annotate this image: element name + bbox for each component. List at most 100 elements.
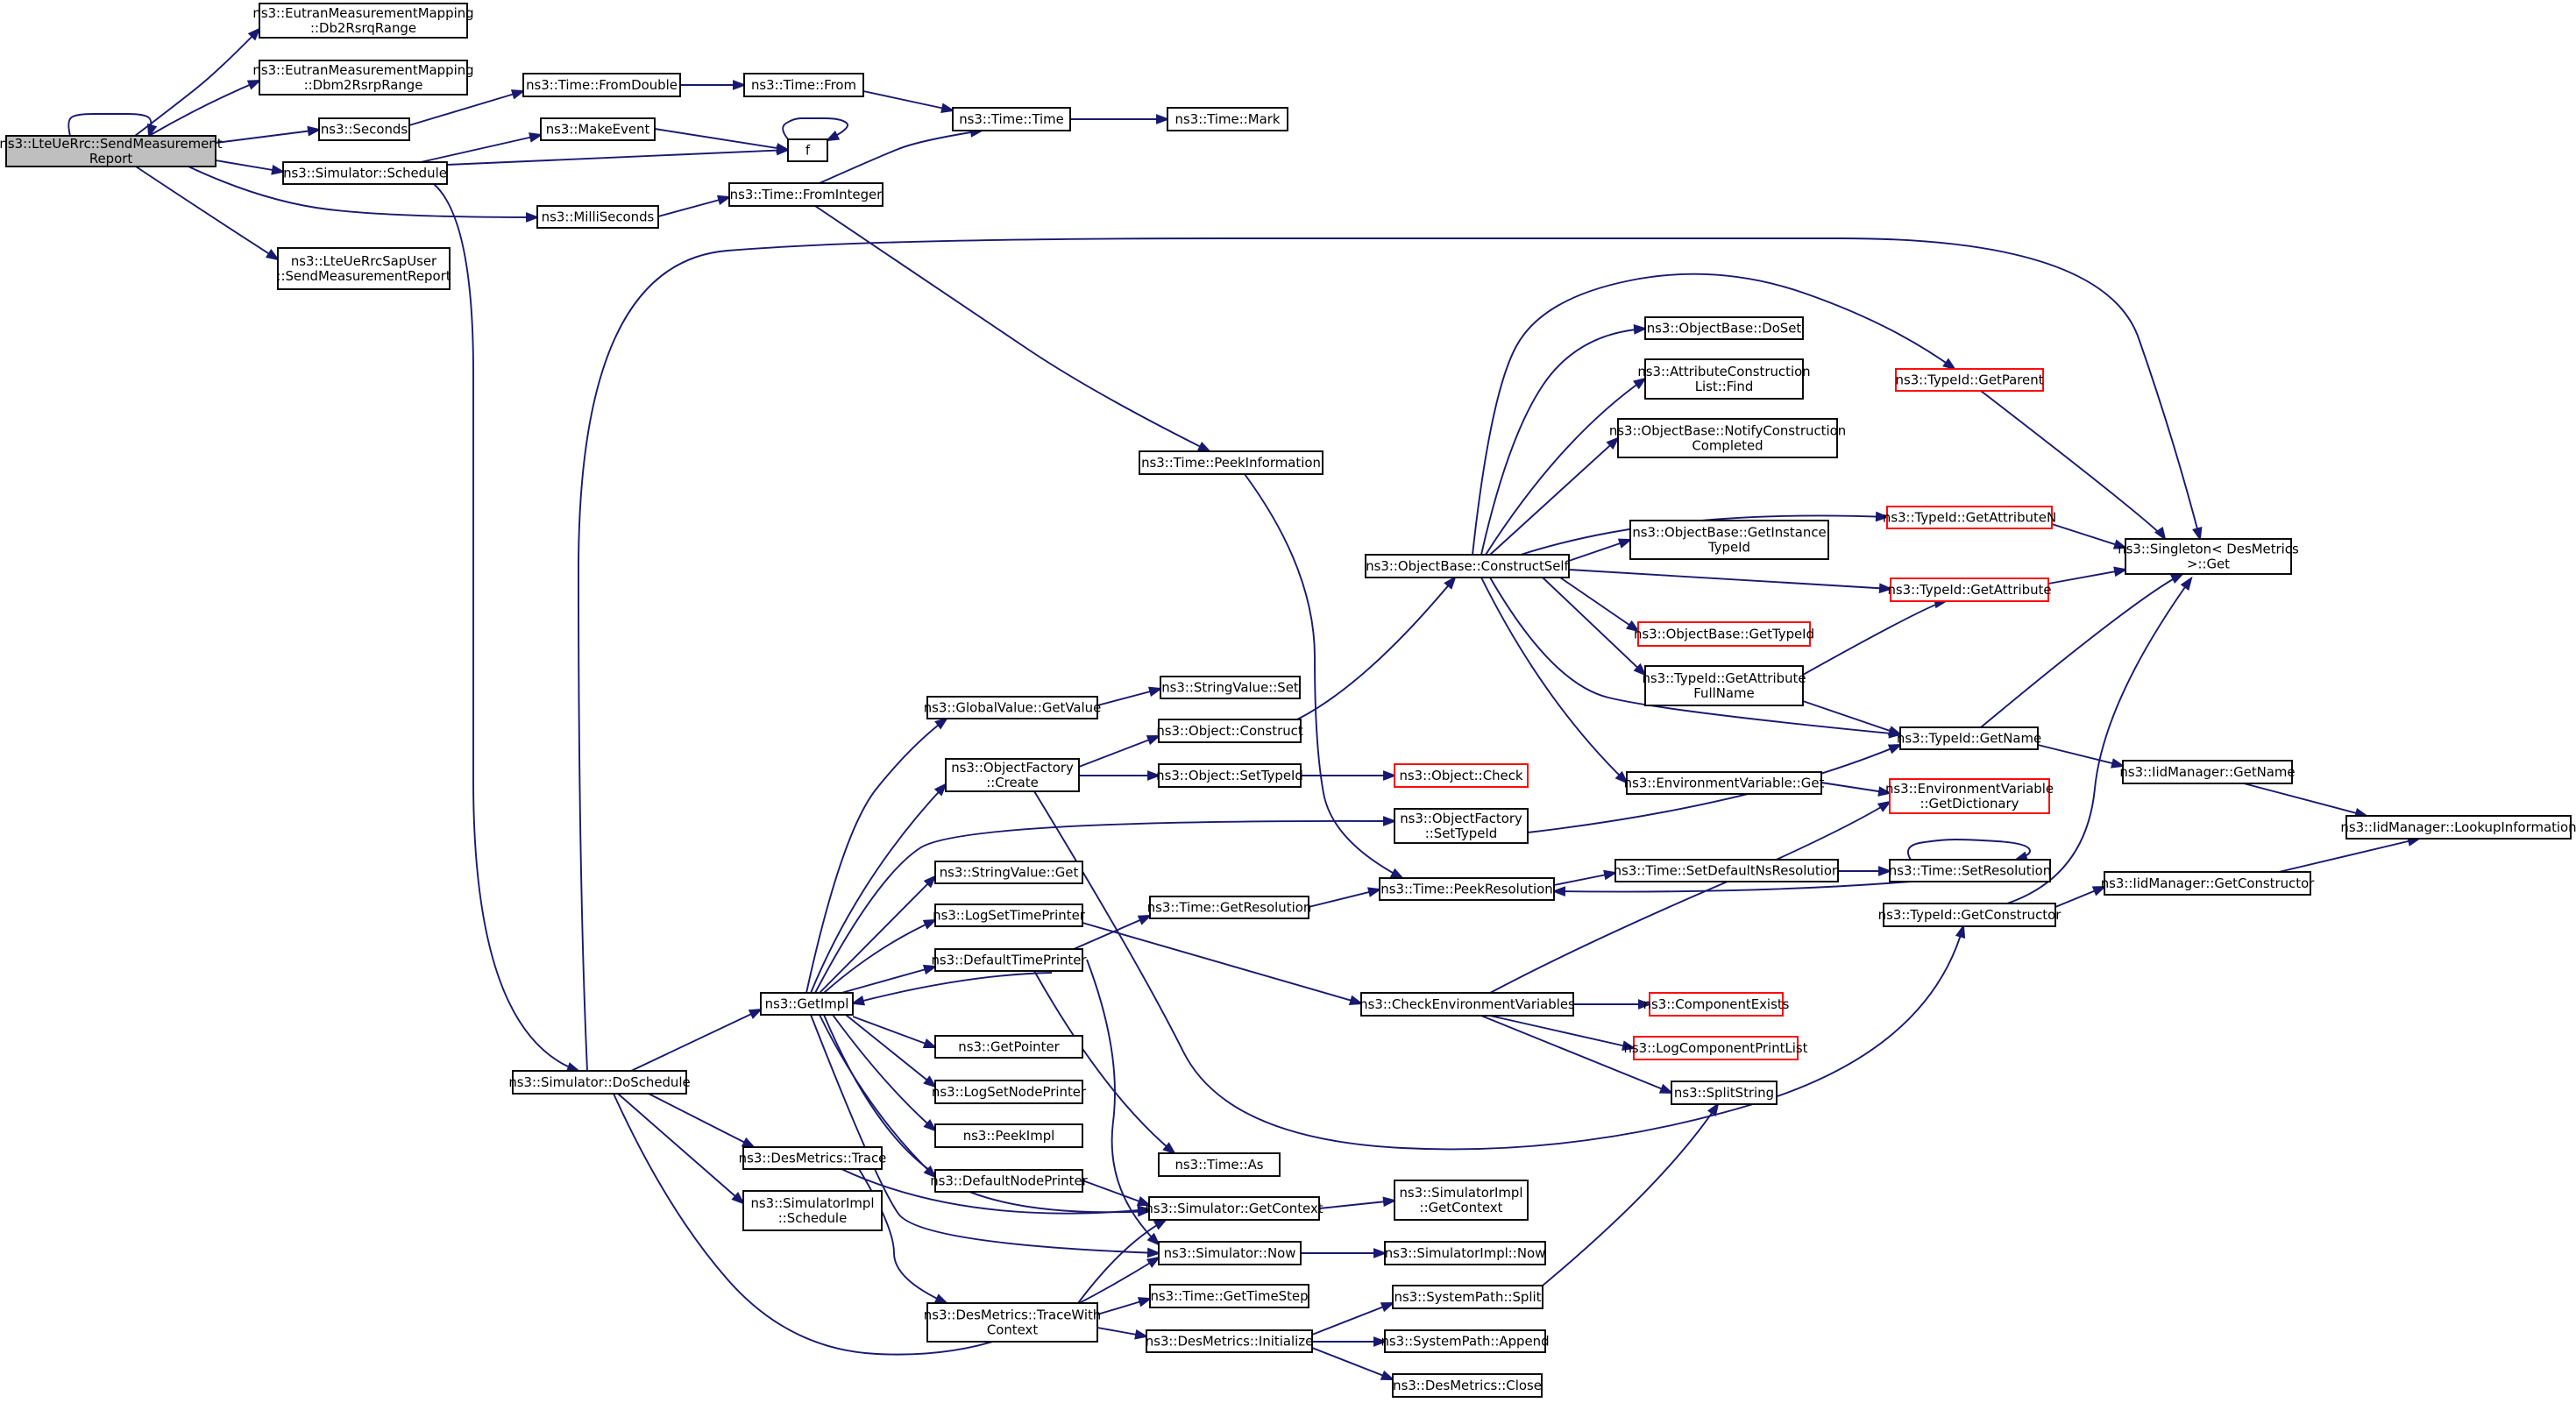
node-box	[1384, 1241, 1546, 1265]
call-edge-logsettime-to-checkenv	[1082, 922, 1362, 1004]
function-node-getimpl[interactable]: ns3::GetImpl	[760, 992, 854, 1016]
node-box	[787, 138, 828, 162]
function-node-ob-notify[interactable]: ns3::ObjectBase::NotifyConstructionCompl…	[1609, 418, 1846, 458]
function-node-sv-set[interactable]: ns3::StringValue::Set	[1160, 676, 1301, 699]
node-box	[536, 205, 659, 229]
call-edge-doschedule-to-desmetrics_trace	[648, 1093, 755, 1148]
function-node-obj-construct[interactable]: ns3::Object::Construct	[1156, 719, 1303, 743]
function-node-sp-split[interactable]: ns3::SystemPath::Split	[1392, 1285, 1543, 1309]
function-node-tid-getparent[interactable]: ns3::TypeId::GetParent	[1895, 368, 2044, 392]
function-node-getresolution[interactable]: ns3::Time::GetResolution	[1147, 896, 1312, 919]
arrowhead	[1380, 1370, 1395, 1380]
function-node-of-settypeid[interactable]: ns3::ObjectFactory::SetTypeId	[1394, 808, 1529, 844]
function-node-from[interactable]: ns3::Time::From	[743, 73, 864, 97]
node-label: ns3::Time::As	[1174, 1157, 1263, 1173]
function-node-env-getdict[interactable]: ns3::EnvironmentVariable::GetDictionary	[1885, 778, 2054, 814]
function-node-milliseconds[interactable]: ns3::MilliSeconds	[536, 205, 659, 229]
function-node-makeevent[interactable]: ns3::MakeEvent	[540, 117, 656, 141]
function-node-schedule[interactable]: ns3::Simulator::Schedule	[282, 161, 448, 185]
function-node-logsettime[interactable]: ns3::LogSetTimePrinter	[933, 903, 1086, 927]
function-node-iid-getname[interactable]: ns3::IidManager::GetName	[2119, 760, 2296, 784]
arrowhead	[933, 1293, 949, 1305]
function-node-seconds[interactable]: ns3::Seconds	[318, 117, 410, 141]
function-node-time[interactable]: ns3::Time::Time	[952, 107, 1071, 131]
arrowhead	[1658, 1083, 1674, 1095]
function-node-obj-settypeid[interactable]: ns3::Object::SetTypeId	[1156, 763, 1303, 788]
function-node-iid-getconstructor[interactable]: ns3::IidManager::GetConstructor	[2101, 871, 2316, 896]
function-node-deftimeprinter[interactable]: ns3::DefaultTimePrinter	[931, 948, 1087, 972]
node-box	[2125, 538, 2292, 575]
arrowhead	[1942, 358, 1957, 371]
function-node-ob-gettypeid[interactable]: ns3::ObjectBase::GetTypeId	[1634, 621, 1814, 647]
node-box	[742, 1190, 883, 1231]
function-node-ob-doset[interactable]: ns3::ObjectBase::DoSet	[1644, 316, 1804, 340]
node-label: ns3::GlobalValue::GetValue	[924, 700, 1102, 716]
function-node-mark[interactable]: ns3::Time::Mark	[1167, 107, 1288, 131]
arrowhead	[1887, 743, 1903, 755]
arrowhead	[922, 964, 938, 975]
function-node-simimpl-getcontext[interactable]: ns3::SimulatorImpl::GetContext	[1394, 1180, 1529, 1221]
function-node-fromdouble[interactable]: ns3::Time::FromDouble	[522, 73, 681, 97]
node-box	[934, 903, 1083, 927]
function-node-simimpl-schedule[interactable]: ns3::SimulatorImpl::Schedule	[742, 1190, 883, 1231]
function-node-f[interactable]: f	[787, 138, 828, 162]
function-node-frominteger[interactable]: ns3::Time::FromInteger	[728, 182, 884, 207]
function-node-peekinfo[interactable]: ns3::Time::PeekInformation	[1139, 450, 1323, 475]
function-node-simimpl-now[interactable]: ns3::SimulatorImpl::Now	[1384, 1241, 1546, 1265]
function-node-getpointer[interactable]: ns3::GetPointer	[934, 1035, 1083, 1059]
arrowhead	[933, 783, 947, 797]
function-node-dbm2rsrp[interactable]: ns3::EutranMeasurementMapping::Dbm2RsrpR…	[252, 60, 474, 96]
function-node-sp-append[interactable]: ns3::SystemPath::Append	[1380, 1329, 1550, 1353]
function-node-getcontext[interactable]: ns3::Simulator::GetContext	[1145, 1196, 1323, 1221]
function-node-compexists[interactable]: ns3::ComponentExists	[1643, 992, 1790, 1017]
node-label: ns3::GetPointer	[958, 1039, 1060, 1055]
function-node-logsetnode[interactable]: ns3::LogSetNodePrinter	[932, 1080, 1087, 1104]
function-node-logcompprint[interactable]: ns3::LogComponentPrintList	[1623, 1036, 1808, 1060]
call-edge-root-to-db2rsrq	[134, 28, 260, 137]
function-node-defnodeprinter[interactable]: ns3::DefaultNodePrinter	[930, 1169, 1089, 1193]
function-node-tid-getname[interactable]: ns3::TypeId::GetName	[1897, 726, 2041, 750]
function-node-dm-initialize[interactable]: ns3::DesMetrics::Initialize	[1146, 1329, 1314, 1353]
function-node-tid-getconstructor[interactable]: ns3::TypeId::GetConstructor	[1878, 903, 2062, 927]
function-node-tid-getattr[interactable]: ns3::TypeId::GetAttribute	[1887, 577, 2052, 602]
node-box	[1160, 676, 1301, 699]
function-node-dm-close[interactable]: ns3::DesMetrics::Close	[1392, 1373, 1543, 1398]
function-node-obj-check[interactable]: ns3::Object::Check	[1394, 763, 1529, 788]
function-node-gettimestep[interactable]: ns3::Time::GetTimeStep	[1149, 1284, 1309, 1308]
function-node-sapuser[interactable]: ns3::LteUeRrcSapUser::SendMeasurementRep…	[276, 247, 451, 290]
function-node-peekresolution[interactable]: ns3::Time::PeekResolution	[1379, 877, 1555, 901]
node-label: ns3::Object::Construct	[1156, 723, 1303, 739]
call-edge-doschedule-to-simimpl_schedule	[617, 1093, 744, 1204]
node-label: ns3::TypeId::GetParent	[1896, 372, 2044, 388]
function-node-db2rsrq[interactable]: ns3::EutranMeasurementMapping::Db2RsrqRa…	[252, 3, 474, 39]
function-node-tid-getattrn[interactable]: ns3::TypeId::GetAttributeN	[1883, 506, 2056, 529]
function-node-desmetrics-trace[interactable]: ns3::DesMetrics::Trace	[739, 1146, 887, 1170]
function-node-now[interactable]: ns3::Simulator::Now	[1158, 1241, 1302, 1265]
call-edge-tid_getattr-to-singleton_get	[2047, 569, 2126, 585]
function-node-checkenv[interactable]: ns3::CheckEnvironmentVariables	[1359, 992, 1575, 1017]
function-node-setresolution[interactable]: ns3::Time::SetResolution	[1889, 859, 2051, 882]
function-node-time-as[interactable]: ns3::Time::As	[1158, 1152, 1281, 1177]
node-label: Report	[89, 151, 133, 167]
function-node-sv-get[interactable]: ns3::StringValue::Get	[934, 861, 1083, 884]
function-node-iid-lookup[interactable]: ns3::IidManager::LookupInformation	[2340, 815, 2576, 840]
function-node-of-create[interactable]: ns3::ObjectFactory::Create	[945, 758, 1080, 792]
function-node-doschedule[interactable]: ns3::Simulator::DoSchedule	[508, 1070, 691, 1095]
node-box	[1394, 763, 1529, 788]
function-node-singleton-get[interactable]: ns3::Singleton< DesMetrics >::Get	[2118, 538, 2299, 575]
function-node-constructself[interactable]: ns3::ObjectBase::ConstructSelf	[1365, 554, 1570, 578]
function-node-peekimpl[interactable]: ns3::PeekImpl	[934, 1123, 1083, 1148]
node-box	[522, 73, 681, 97]
call-edge-getimpl-to-getpointer	[852, 1016, 936, 1048]
node-label: ns3::Time::FromInteger	[730, 187, 884, 202]
node-label: ns3::Object::SetTypeId	[1156, 768, 1303, 783]
call-edge-getimpl-to-logsetnode	[845, 1014, 936, 1088]
function-node-setdefns[interactable]: ns3::Time::SetDefaultNsResolution	[1614, 859, 1841, 882]
function-node-splitstring[interactable]: ns3::SplitString	[1671, 1081, 1778, 1105]
function-node-gv-getvalue[interactable]: ns3::GlobalValue::GetValue	[924, 696, 1102, 719]
function-node-env-get[interactable]: ns3::EnvironmentVariable::Get	[1624, 771, 1825, 795]
